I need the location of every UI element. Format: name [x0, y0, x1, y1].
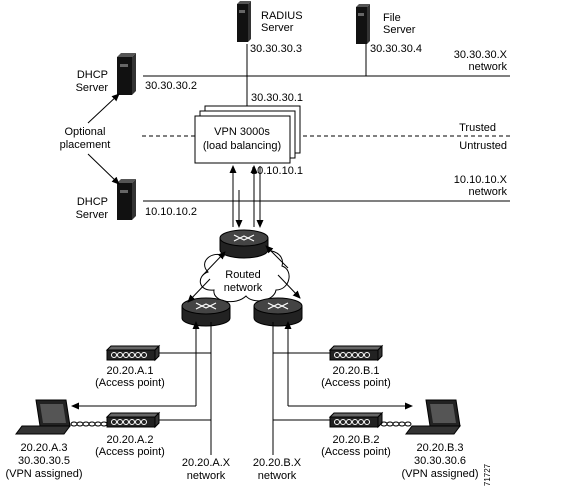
- dhcp-top-label-2: Server: [76, 82, 109, 94]
- optional-label-2: placement: [60, 139, 111, 151]
- access-point-a1-icon: [105, 344, 161, 362]
- file-ip: 30.30.30.4: [370, 43, 422, 55]
- ap-b1-label: (Access point): [321, 377, 391, 389]
- network-10-label-1: 10.10.10.X: [454, 174, 508, 186]
- optional-label-1: Optional: [65, 126, 106, 138]
- router-top-icon: [219, 229, 269, 259]
- untrusted-label: Untrusted: [459, 140, 507, 152]
- dhcp-top-ip: 30.30.30.2: [145, 80, 197, 92]
- radius-label-2: Server: [261, 22, 294, 34]
- laptop-left-icon: [15, 399, 71, 435]
- router-right-icon: [253, 297, 303, 327]
- dhcp-top-server-icon: [117, 53, 136, 95]
- optional-arrow-up: [87, 93, 120, 124]
- router-link-left-a: [187, 278, 211, 303]
- ap-a2-ip: 20.20.A.2: [106, 434, 153, 446]
- ap-b1-ip: 20.20.B.1: [332, 365, 379, 377]
- file-server-icon: [356, 4, 370, 44]
- routed-label-1: Routed: [225, 269, 260, 281]
- router-left-icon: [181, 297, 231, 327]
- laptop-right-icon: [405, 399, 461, 435]
- vpn-label-2: (load balancing): [203, 140, 281, 152]
- laptop-right-ip1: 20.20.B.3: [416, 442, 463, 454]
- access-point-b2-icon: [328, 411, 384, 429]
- lan-b-label-2: network: [258, 470, 297, 482]
- optional-arrow-down: [87, 153, 120, 185]
- ap-a1-label: (Access point): [95, 377, 165, 389]
- vpn-concentrator-stack: [194, 105, 301, 164]
- laptop-right-ip2: 30.30.30.6: [414, 455, 466, 467]
- dhcp-bottom-ip: 10.10.10.2: [145, 206, 197, 218]
- dhcp-bottom-label-1: DHCP: [77, 196, 108, 208]
- network-30-label-2: network: [468, 61, 507, 73]
- figure-number: 71727: [483, 463, 492, 486]
- router-link-right-b: [265, 245, 289, 269]
- router-link-left-b: [202, 251, 226, 276]
- laptop-right-note: (VPN assigned): [401, 468, 478, 480]
- dhcp-bottom-server-icon: [117, 179, 136, 220]
- trusted-label: Trusted: [459, 122, 496, 134]
- laptop-left-cable: [70, 421, 108, 427]
- router-link-right-a: [277, 274, 301, 299]
- ap-b2-ip: 20.20.B.2: [332, 434, 379, 446]
- access-point-b1-icon: [328, 344, 384, 362]
- laptop-left-ip1: 20.20.A.3: [20, 442, 67, 454]
- ap-a1-ip: 20.20.A.1: [106, 365, 153, 377]
- dhcp-bottom-label-2: Server: [76, 209, 109, 221]
- radius-server-icon: [237, 1, 251, 42]
- file-label-2: Server: [383, 24, 416, 36]
- laptop-right-cable: [380, 421, 412, 427]
- lan-b-label-1: 20.20.B.X: [253, 457, 302, 469]
- ap-a2-label: (Access point): [95, 446, 165, 458]
- vpn-ip-top: 30.30.30.1: [251, 92, 303, 104]
- file-label-1: File: [383, 12, 401, 24]
- lan-a-label-1: 20.20.A.X: [182, 457, 231, 469]
- network-30-label-1: 30.30.30.X: [454, 49, 508, 61]
- laptop-left-note: (VPN assigned): [5, 468, 82, 480]
- radius-ip: 30.30.30.3: [250, 43, 302, 55]
- access-point-a2-icon: [105, 411, 161, 429]
- vpn-label-1: VPN 3000s: [214, 126, 270, 138]
- laptop-left-ip2: 30.30.30.5: [18, 455, 70, 467]
- network-10-label-2: network: [468, 186, 507, 198]
- radius-label-1: RADIUS: [261, 10, 303, 22]
- lan-a-label-2: network: [187, 470, 226, 482]
- vpn-ip-bottom: 10.10.10.1: [251, 165, 303, 177]
- dhcp-top-label-1: DHCP: [77, 69, 108, 81]
- routed-label-2: network: [224, 282, 263, 294]
- ap-b2-label: (Access point): [321, 446, 391, 458]
